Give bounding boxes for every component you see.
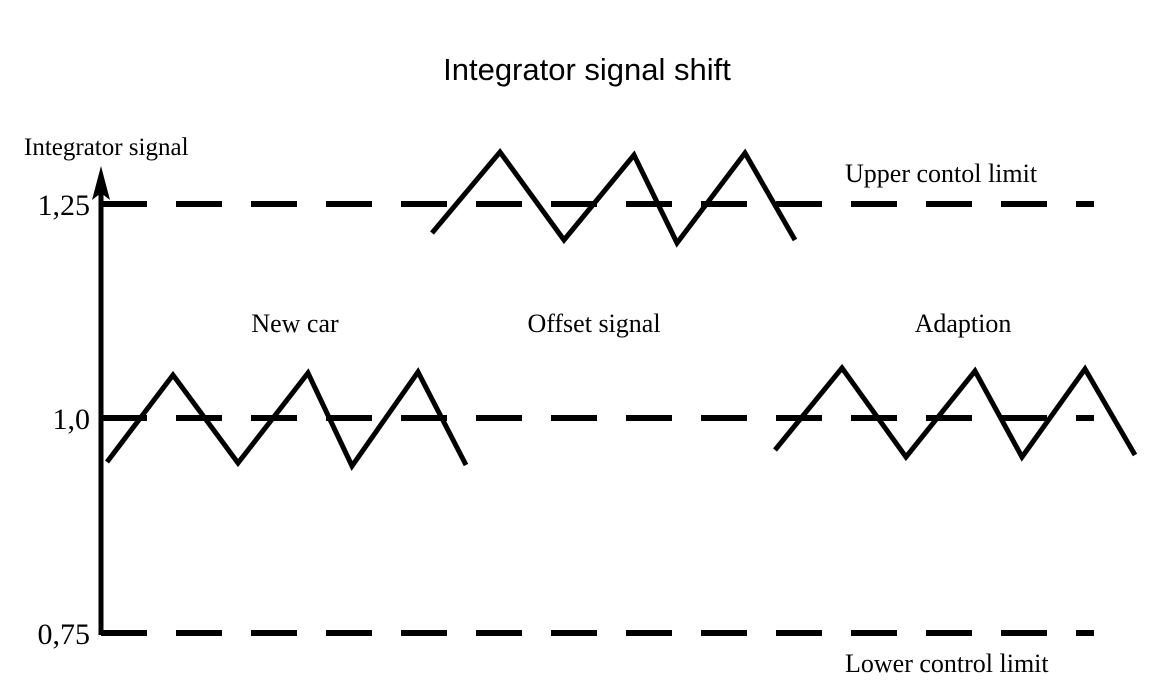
- y-tick-label-10: 1,0: [53, 403, 91, 436]
- lower-control-limit-label: Lower control limit: [845, 649, 1049, 678]
- upper-control-limit-label: Upper contol limit: [845, 159, 1038, 188]
- region-label-adaption: Adaption: [915, 309, 1012, 338]
- y-axis-label: Integrator signal: [24, 134, 189, 161]
- y-tick-label-125: 1,25: [38, 189, 91, 222]
- signal-series-new-car: [105, 367, 469, 471]
- region-label-offset-signal: Offset signal: [527, 309, 660, 338]
- chart-title: Integrator signal shift: [443, 52, 731, 87]
- y-axis-arrow-icon: [92, 166, 110, 200]
- y-tick-label-075: 0,75: [38, 618, 91, 651]
- signal-series-adaption: [773, 363, 1138, 462]
- region-label-new-car: New car: [251, 309, 339, 338]
- signal-series-offset-signal: [430, 147, 798, 248]
